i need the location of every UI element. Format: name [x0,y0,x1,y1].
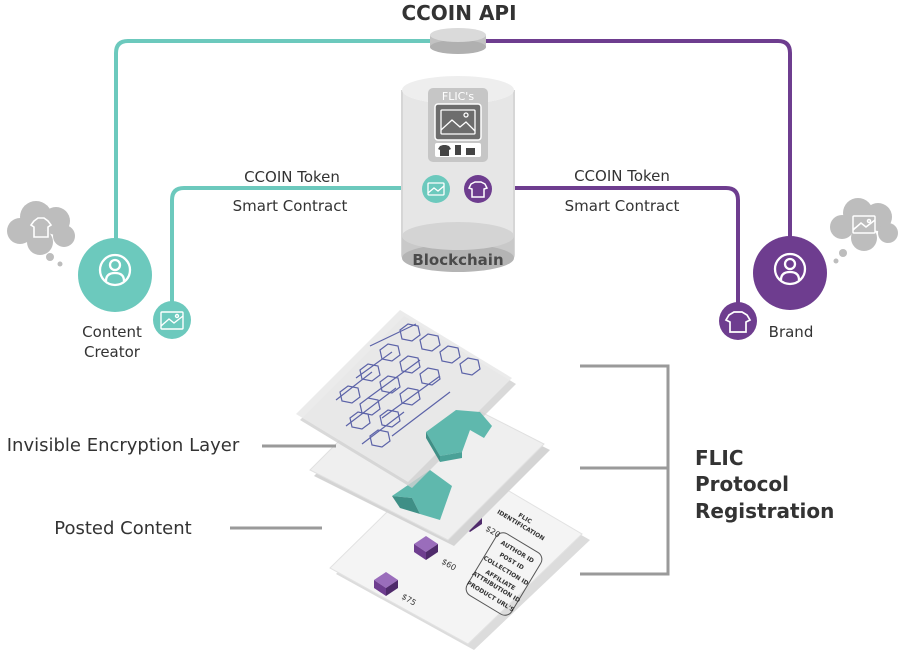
shirt-icon [724,311,752,333]
creator-label-line2: Creator [84,343,141,361]
flics-card: FLIC's [428,88,488,162]
brand-shirt-badge [719,302,757,340]
right-token-label: CCOIN Token [574,167,670,185]
brand-thought-cloud [830,198,898,264]
teal-image-badge [422,175,450,203]
creator-image-badge [153,301,191,339]
pants-mini-icon [455,145,461,155]
shirt-mini-icon [438,145,451,156]
layer-stack: BUY COLLECTION FLIC IDENTIFICATION AUTHO… [296,310,590,650]
creator-label-line1: Content [82,323,142,341]
image-icon [160,311,184,330]
contract-to-brand-line [492,186,740,304]
user-icon [773,252,807,286]
image-icon [852,215,876,234]
shirt-icon [467,181,489,198]
api-disk [430,28,486,54]
right-contract-label: Smart Contract [565,197,680,215]
hex-network-pattern [335,323,481,448]
flic-title-line1: FLIC [695,446,744,470]
flic-title-line3: Registration [695,499,834,523]
api-title: CCOIN API [401,1,516,25]
product-icons [438,145,475,156]
teal-shirt-shape [426,410,492,462]
brand-node [753,236,827,310]
content-creator-node [78,238,152,312]
left-token-label: CCOIN Token [244,168,340,186]
blockchain-label: Blockchain [412,251,503,269]
creator-thought-cloud [7,201,75,267]
teal-pants-shape [392,470,452,520]
connector-lines [114,39,792,304]
invisible-layer-label: Invisible Encryption Layer [7,435,240,456]
image-icon [440,109,476,135]
api-to-creator-line [114,39,430,246]
api-to-brand-line [484,39,792,244]
brand-label: Brand [769,323,814,341]
user-icon [98,253,132,287]
flics-label: FLIC's [442,90,474,103]
image-icon [427,182,445,196]
shirt-icon [29,217,53,238]
left-contract-label: Smart Contract [233,197,348,215]
flic-title-line2: Protocol [695,472,789,496]
contract-to-creator-line [170,186,423,302]
purple-shirt-badge [464,175,492,203]
posted-content-label: Posted Content [54,518,191,539]
flic-bracket [580,364,670,576]
bag-mini-icon [466,148,475,155]
encryption-layer-card [296,310,516,488]
